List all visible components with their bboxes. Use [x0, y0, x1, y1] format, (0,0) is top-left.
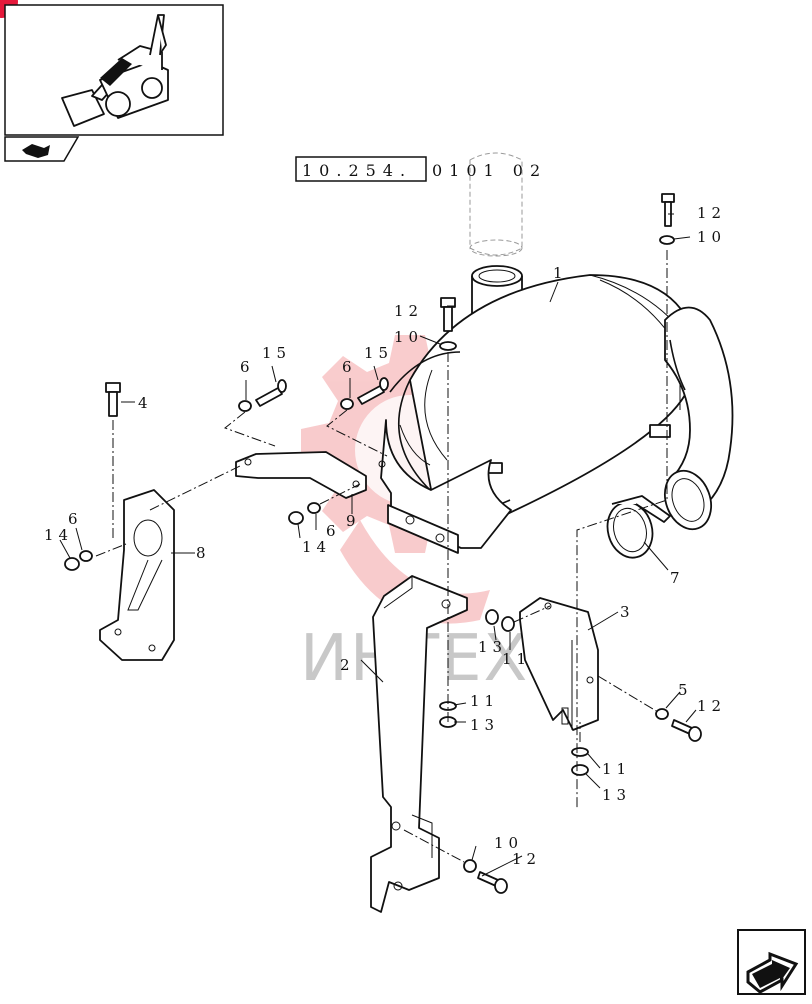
callouts: 1 2 3 4 5 6 6 6 6 7 8 9 10 10 10 11 11 1…	[44, 204, 726, 868]
callout-15-right: 15	[364, 344, 393, 362]
callout-13-right: 13	[602, 786, 631, 804]
leader-lines	[59, 213, 697, 877]
bolt-part-12-center	[440, 297, 456, 332]
callout-14-support: 14	[44, 526, 73, 544]
washer-part-5	[655, 708, 669, 720]
reference-box[interactable]	[295, 156, 427, 182]
callout-13-middle: 13	[478, 638, 507, 656]
callout-9: 9	[346, 512, 361, 530]
callout-10-top-right: 10	[697, 228, 726, 246]
previous-page-arrow-icon	[22, 144, 50, 158]
bolt-part-15-right	[357, 377, 389, 405]
assembly-lines	[95, 250, 668, 863]
washer-part-10-top-right	[659, 235, 675, 245]
callout-3: 3	[620, 603, 635, 621]
washer-part-6-support	[79, 550, 93, 562]
callout-12-center: 12	[394, 302, 423, 320]
callout-4: 4	[138, 394, 153, 412]
bolt-part-12-top-right	[661, 193, 675, 227]
left-support-part-8	[99, 489, 175, 661]
callout-11-lower: 11	[470, 692, 499, 710]
bolt-part-15-left	[255, 379, 287, 407]
next-page-arrow-icon	[746, 951, 799, 994]
muffler-mount-bracket	[378, 419, 512, 554]
callout-2: 2	[340, 656, 355, 674]
callout-12-right: 12	[697, 697, 726, 715]
callout-12-top-right: 12	[697, 204, 726, 222]
washer-part-10-center	[439, 341, 457, 351]
callout-7: 7	[670, 569, 685, 587]
callout-6-support: 6	[68, 510, 83, 528]
muffler-part-1	[389, 265, 734, 531]
callout-5: 5	[678, 681, 693, 699]
bolt-part-12-bottom	[477, 871, 508, 894]
washer-part-6-right	[340, 398, 354, 410]
callout-6-strap: 6	[326, 522, 341, 540]
clamp-part-7	[606, 495, 671, 559]
backhoe-loader-thumbnail-icon	[61, 14, 169, 127]
callout-6-right: 6	[342, 358, 357, 376]
callout-11-middle: 11	[502, 650, 531, 668]
washer-part-11-right	[571, 747, 589, 757]
callout-8: 8	[196, 544, 211, 562]
washer-part-6-strap	[307, 502, 321, 514]
washer-part-11-middle	[501, 616, 515, 632]
nut-part-13-middle	[485, 609, 499, 625]
prev-page-button[interactable]	[4, 136, 80, 162]
bolt-part-12-right	[671, 719, 702, 742]
nut-part-14-strap	[288, 511, 304, 525]
callout-1: 1	[553, 264, 568, 282]
exhaust-pipe-ghost	[469, 152, 523, 257]
nut-part-14-support	[64, 557, 80, 571]
reference-trail-label: 0101 02	[432, 161, 547, 180]
washer-part-6-left	[238, 400, 252, 412]
callout-11-right: 11	[602, 760, 631, 778]
washer-part-10-bottom	[463, 859, 477, 873]
callout-10-center: 10	[394, 328, 423, 346]
callout-12-bottom: 12	[512, 850, 541, 868]
reference-box-label: 10.254.	[302, 161, 412, 180]
support-bracket-part-2	[370, 575, 468, 913]
bolt-part-4	[105, 382, 121, 417]
callout-6-left: 6	[240, 358, 255, 376]
callout-13-lower: 13	[470, 716, 499, 734]
right-bracket-part-3	[519, 597, 599, 731]
nut-part-13-right	[571, 764, 589, 776]
callout-14-strap: 14	[302, 538, 331, 556]
callout-10-bottom: 10	[494, 834, 523, 852]
next-page-button[interactable]	[737, 929, 806, 995]
callout-15-left: 15	[262, 344, 291, 362]
thumbnail-frame[interactable]	[4, 4, 224, 136]
